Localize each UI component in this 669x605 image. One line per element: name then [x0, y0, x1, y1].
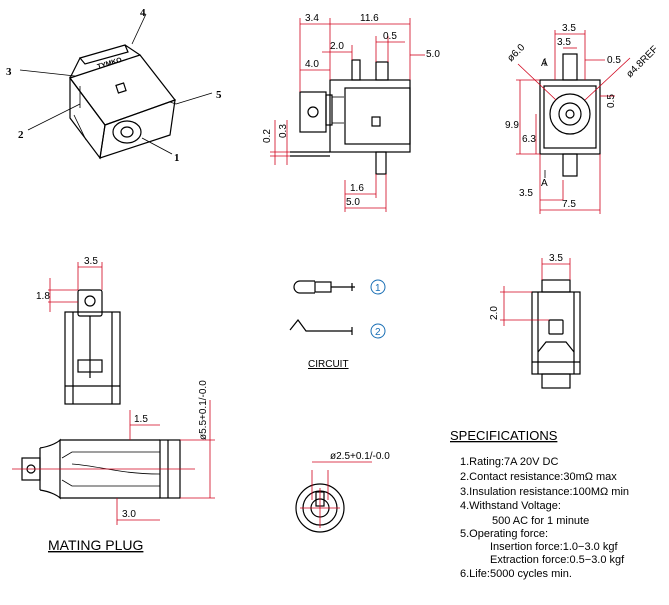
specifications-block: SPECIFICATIONS 1.Rating:7A 20V DC 2.Cont… [450, 428, 629, 580]
side-dim-0-3: 0.3 [278, 124, 289, 138]
section-mark-a-top: A [541, 58, 548, 69]
side-dim-5-0-top: 5.0 [426, 49, 440, 60]
bottom-dim-1-8: 1.8 [36, 291, 50, 302]
front-dim-0-5-right: 0.5 [606, 94, 617, 108]
part-label-5: 5 [216, 89, 222, 101]
part-label-4: 4 [140, 7, 146, 19]
section-mark-a-bottom: A [541, 178, 548, 189]
side-dim-1-6: 1.6 [350, 183, 364, 194]
side-dim-5-0-bottom: 5.0 [346, 197, 360, 208]
circuit-diagram: 1 2 CIRCUIT [289, 279, 386, 370]
right-bottom-view: 3.5 2.0 [489, 253, 581, 389]
front-view: 3.5 3.5 0.5 ø6.0 ø4.8REF 0.5 9.9 6.3 3.5… [505, 23, 660, 214]
spec-line-insulation-resistance: 3.Insulation resistance:100MΩ min [460, 486, 629, 498]
right-bottom-dim-2-0: 2.0 [489, 306, 500, 320]
plug-dim-1-5: 1.5 [134, 414, 148, 425]
right-bottom-dim-3-5: 3.5 [549, 253, 563, 264]
spec-line-insertion-force: Insertion force:1.0−3.0 kgf [490, 541, 618, 553]
front-dim-9-9: 9.9 [505, 120, 519, 131]
spec-line-withstand-value: 500 AC for 1 minute [492, 515, 589, 527]
front-dim-3-5-inner: 3.5 [557, 37, 571, 48]
front-dim-0-5-top: 0.5 [607, 55, 621, 66]
front-dim-7-5: 7.5 [562, 199, 576, 210]
front-dim-6-3: 6.3 [522, 134, 536, 145]
front-dim-dia-6-0: ø6.0 [505, 42, 527, 64]
isometric-view: TYMKO 4 3 5 2 1 [6, 7, 222, 164]
spec-line-operating-force: 5.Operating force: [460, 528, 548, 540]
pin-1-circle [370, 279, 386, 295]
side-dim-11-6: 11.6 [360, 13, 379, 24]
plug-dim-dia-5-5: ø5.5+0.1/-0.0 [198, 380, 209, 440]
part-label-1: 1 [174, 152, 180, 164]
plug-dim-3-0: 3.0 [122, 509, 136, 520]
spec-line-rating: 1.Rating:7A 20V DC [460, 456, 559, 468]
side-dim-0-2: 0.2 [262, 129, 273, 143]
mating-plug-label: MATING PLUG [48, 537, 143, 553]
part-label-3: 3 [6, 66, 12, 78]
spec-line-contact-resistance: 2.Contact resistance:30mΩ max [460, 471, 617, 483]
pin-1-label: 1 [375, 283, 381, 294]
spec-line-life: 6.Life:5000 cycles min. [460, 568, 572, 580]
side-dim-4-0: 4.0 [305, 59, 319, 70]
pin-2-circle [370, 323, 386, 339]
plug-end-view: ø2.5+0.1/-0.0 [295, 451, 390, 533]
spec-line-withstand-voltage: 4.Withstand Voltage: [460, 500, 561, 512]
side-dim-0-5: 0.5 [383, 31, 397, 42]
front-dim-3-5-top: 3.5 [562, 23, 576, 34]
plug-dim-dia-2-5: ø2.5+0.1/-0.0 [330, 451, 390, 462]
side-view: 3.4 11.6 2.0 0.5 5.0 4.0 0.2 0.3 1.6 5.0 [262, 13, 440, 212]
body-marking: TYMKO [97, 57, 124, 71]
spec-line-extraction-force: Extraction force:0.5−3.0 kgf [490, 554, 625, 566]
front-dim-dia-4-8: ø4.8REF [624, 44, 660, 80]
part-label-2: 2 [18, 129, 24, 141]
mating-plug-view: 1.5 ø5.5+0.1/-0.0 3.0 MATING PLUG [12, 380, 215, 553]
bottom-dim-3-5: 3.5 [84, 256, 98, 267]
circuit-label: CIRCUIT [308, 359, 349, 370]
side-dim-2-0: 2.0 [330, 41, 344, 52]
pin-2-label: 2 [375, 327, 381, 338]
specifications-title: SPECIFICATIONS [450, 428, 558, 443]
front-dim-3-5-bottom: 3.5 [519, 188, 533, 199]
bottom-view: 3.5 1.8 [36, 256, 121, 405]
side-dim-3-4: 3.4 [305, 13, 319, 24]
